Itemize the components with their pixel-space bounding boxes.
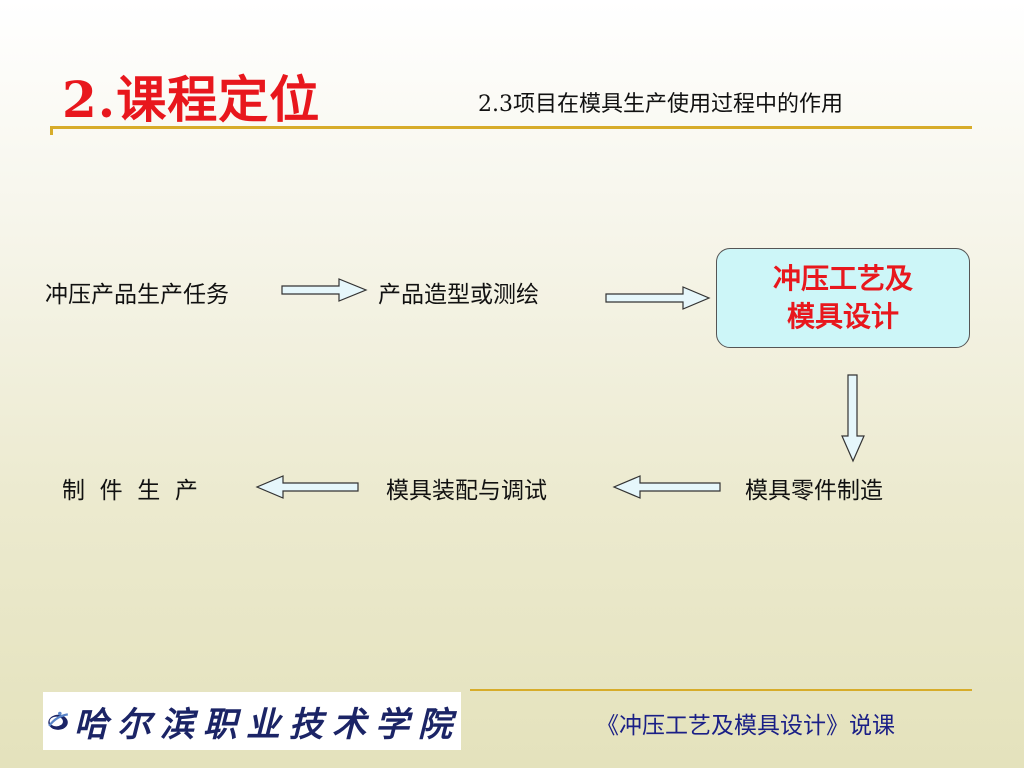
flow-step-production: 制 件 生 产: [62, 478, 198, 504]
school-emblem-icon: [48, 711, 68, 730]
top-divider-tick: [50, 126, 53, 135]
slide-title: 2.课程定位: [62, 70, 321, 129]
flow-step-assembly: 模具装配与调试: [386, 478, 547, 504]
flow-step-die-design-line2: 模具设计: [786, 300, 899, 333]
flow-step-die-design-line1: 冲压工艺及: [772, 262, 913, 295]
course-title-footer: 《冲压工艺及模具设计》说课: [596, 713, 895, 739]
arrow-down-icon: [841, 374, 865, 463]
flow-step-product-task: 冲压产品生产任务: [45, 282, 229, 308]
flow-step-modeling: 产品造型或测绘: [378, 282, 539, 308]
arrow-left-icon: [612, 475, 721, 499]
bottom-divider: [470, 689, 972, 691]
slide-subtitle: 2.3项目在模具生产使用过程中的作用: [478, 92, 843, 117]
top-divider: [50, 126, 972, 129]
school-name: 哈尔滨职业技术学院: [74, 704, 461, 745]
arrow-right-icon: [605, 286, 711, 310]
flow-step-part-manufacture: 模具零件制造: [745, 478, 883, 504]
flow-step-die-design-box: 冲压工艺及 模具设计: [716, 248, 970, 348]
arrow-right-icon: [281, 278, 368, 302]
school-logo: 哈尔滨职业技术学院: [43, 692, 461, 750]
arrow-left-icon: [255, 475, 359, 499]
